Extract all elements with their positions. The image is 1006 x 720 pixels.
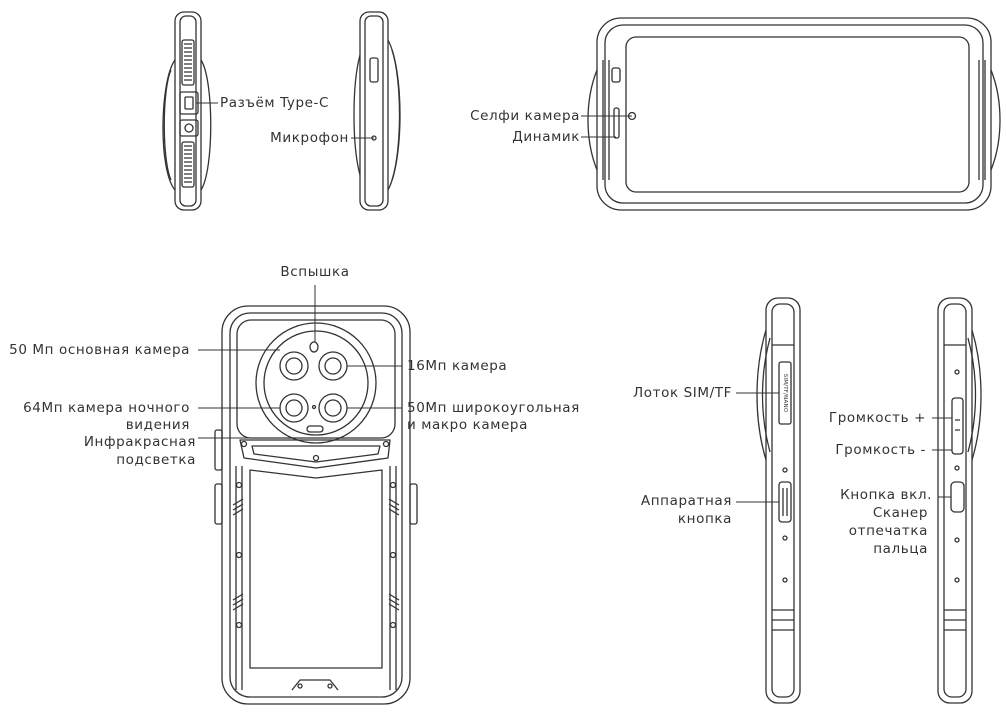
label-sim-tray: Лоток SIM/TF [633,385,732,401]
label-volume-down: Громкость - [835,442,926,458]
label-volume-up: Громкость + [828,410,926,426]
label-wide-camera-line1: 50Мп широкоугольная [407,400,580,416]
label-speaker: Динамик [512,129,580,145]
sim-tray-marking: SIM/TF/NANO [782,373,788,413]
phone-front-view [587,17,1001,211]
label-flash: Вспышка [280,264,350,280]
label-power-line4: пальца [873,541,928,557]
leader-lines [196,102,952,503]
label-hw-button-line2: кнопка [677,511,732,527]
phone-left-side-view [756,297,801,704]
label-night-camera-line1: 64Мп камера ночного [23,400,190,416]
label-night-camera-line2: видения [125,417,190,433]
label-hw-button-line1: Аппаратная [640,493,732,509]
label-16mp-camera: 16Мп камера [407,358,508,374]
label-ir-line2: подсветка [116,452,196,468]
label-microphone: Микрофон [270,130,349,146]
phone-bottom-edge-view [162,11,212,211]
label-power-line2: Сканер [872,505,928,521]
label-ir-line1: Инфракрасная [83,434,196,450]
label-power-line3: отпечатка [848,523,928,539]
phone-right-side-view [937,297,982,704]
label-wide-camera-line2: и макро камера [407,417,528,433]
label-type-c: Разъём Type-C [220,95,330,111]
phone-back-view [214,305,418,705]
phone-top-edge-view [353,11,401,211]
label-power-line1: Кнопка вкл. [840,487,932,503]
label-main-camera: 50 Мп основная камера [9,342,190,358]
label-selfie-camera: Селфи камера [470,108,580,124]
